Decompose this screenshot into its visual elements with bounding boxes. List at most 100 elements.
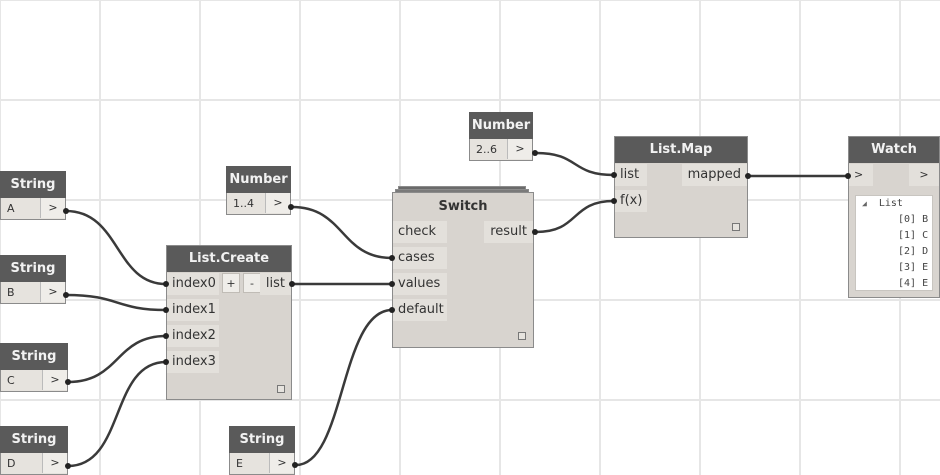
string-value[interactable]: A bbox=[7, 202, 15, 215]
input-port-dot[interactable] bbox=[163, 333, 169, 339]
add-input-button[interactable]: + bbox=[222, 273, 240, 293]
node-title: String bbox=[229, 426, 295, 453]
output-port[interactable] bbox=[532, 150, 538, 156]
output-port-list[interactable]: list bbox=[259, 273, 291, 295]
node-title: List.Map bbox=[615, 137, 747, 163]
input-port[interactable]: > bbox=[849, 164, 873, 186]
wire-string-a-to-index0 bbox=[65, 209, 167, 286]
output-port[interactable] bbox=[532, 229, 538, 235]
input-port-cases[interactable]: cases bbox=[393, 247, 447, 269]
wire-result-to-map-fx bbox=[535, 199, 615, 234]
string-value[interactable]: C bbox=[7, 374, 15, 387]
string-node-a[interactable]: String A > bbox=[0, 171, 66, 220]
watch-list-item: [4] E bbox=[856, 276, 932, 292]
remove-input-button[interactable]: - bbox=[243, 273, 261, 293]
output-port[interactable] bbox=[65, 463, 71, 469]
string-value-row: B > bbox=[0, 282, 66, 304]
node-title: Number bbox=[469, 112, 533, 139]
number-value[interactable]: 1..4 bbox=[233, 197, 254, 210]
input-port-dot[interactable] bbox=[163, 281, 169, 287]
string-node-b[interactable]: String B > bbox=[0, 255, 66, 304]
output-port[interactable] bbox=[63, 208, 69, 214]
node-title: Number bbox=[226, 166, 291, 193]
input-port-index2[interactable]: index2 bbox=[167, 325, 219, 347]
output-port[interactable] bbox=[63, 292, 69, 298]
input-port-default[interactable]: default bbox=[393, 299, 447, 321]
list-item-index: [2] bbox=[898, 246, 917, 257]
output-arrow-button[interactable]: > bbox=[40, 198, 65, 218]
node-title: List.Create bbox=[167, 246, 291, 272]
output-arrow-button[interactable]: > bbox=[507, 139, 532, 159]
output-port[interactable]: > bbox=[909, 164, 939, 186]
tree-root-label: List bbox=[878, 198, 903, 209]
input-port-dot[interactable] bbox=[163, 359, 169, 365]
node-title: Watch bbox=[849, 137, 939, 163]
output-port[interactable] bbox=[292, 462, 298, 468]
input-port-check[interactable]: check bbox=[393, 221, 447, 243]
watch-tree-root[interactable]: ◢ List bbox=[856, 196, 932, 212]
watch-preview-panel[interactable]: ◢ List [0] B [1] C [2] D [3] E [4] E bbox=[855, 195, 933, 291]
wire-string-e-to-default bbox=[295, 308, 393, 467]
node-preview-toggle[interactable] bbox=[732, 223, 740, 231]
list-item-value: C bbox=[922, 230, 929, 241]
number-node-range-2[interactable]: Number 2..6 > bbox=[469, 112, 533, 161]
input-port-dot[interactable] bbox=[845, 173, 851, 179]
output-arrow-button[interactable]: > bbox=[40, 282, 65, 302]
output-port[interactable] bbox=[745, 173, 751, 179]
string-value[interactable]: D bbox=[7, 457, 16, 470]
string-value-row: E > bbox=[229, 453, 295, 475]
input-port-dot[interactable] bbox=[163, 307, 169, 313]
node-preview-toggle[interactable] bbox=[277, 385, 285, 393]
node-preview-toggle[interactable] bbox=[518, 332, 526, 340]
list-map-node[interactable]: List.Map list f(x) mapped bbox=[614, 136, 748, 238]
list-item-index: [1] bbox=[898, 230, 917, 241]
number-value[interactable]: 2..6 bbox=[476, 143, 497, 156]
string-value[interactable]: B bbox=[7, 286, 15, 299]
node-title: Switch bbox=[393, 193, 533, 219]
watch-list-item: [3] E bbox=[856, 260, 932, 276]
output-port[interactable] bbox=[289, 281, 295, 287]
tree-toggle-icon[interactable]: ◢ bbox=[862, 199, 867, 208]
input-port-fx[interactable]: f(x) bbox=[615, 190, 647, 212]
output-arrow-button[interactable]: > bbox=[42, 370, 67, 390]
node-title: String bbox=[0, 343, 68, 370]
node-title: String bbox=[0, 426, 68, 453]
output-port[interactable] bbox=[288, 204, 294, 210]
watch-node[interactable]: Watch > > ◢ List [0] B [1] C [2] D [3] E… bbox=[848, 136, 940, 298]
list-item-index: [3] bbox=[898, 262, 917, 273]
input-port-dot[interactable] bbox=[611, 198, 617, 204]
number-value-row: 2..6 > bbox=[469, 139, 533, 161]
string-node-d[interactable]: String D > bbox=[0, 426, 68, 475]
string-value-row: D > bbox=[0, 453, 68, 475]
string-node-c[interactable]: String C > bbox=[0, 343, 68, 392]
output-arrow-button[interactable]: > bbox=[269, 453, 294, 473]
input-port-index0[interactable]: index0 bbox=[167, 273, 219, 295]
wire-number2-to-map-list bbox=[535, 151, 615, 177]
list-item-value: D bbox=[922, 246, 929, 257]
list-create-node[interactable]: List.Create index0 index1 index2 index3 … bbox=[166, 245, 292, 400]
output-port-result[interactable]: result bbox=[484, 221, 533, 243]
wire-number1-to-cases bbox=[291, 205, 393, 260]
output-arrow-button[interactable]: > bbox=[265, 193, 290, 213]
string-value[interactable]: E bbox=[236, 457, 243, 470]
input-port-dot[interactable] bbox=[389, 307, 395, 313]
list-item-index: [4] bbox=[898, 278, 917, 289]
input-port-index3[interactable]: index3 bbox=[167, 351, 219, 373]
output-arrow-button[interactable]: > bbox=[42, 453, 67, 473]
watch-list-item: [2] D bbox=[856, 244, 932, 260]
input-port-list[interactable]: list bbox=[615, 164, 647, 186]
string-node-e[interactable]: String E > bbox=[229, 426, 295, 475]
input-port-dot[interactable] bbox=[389, 281, 395, 287]
switch-node[interactable]: Switch check cases values default result bbox=[392, 192, 534, 348]
wire-string-d-to-index3 bbox=[67, 360, 167, 468]
input-port-index1[interactable]: index1 bbox=[167, 299, 219, 321]
output-port-mapped[interactable]: mapped bbox=[681, 164, 747, 186]
input-port-dot[interactable] bbox=[611, 172, 617, 178]
output-port[interactable] bbox=[65, 379, 71, 385]
list-item-value: E bbox=[922, 262, 929, 273]
number-node-range-1[interactable]: Number 1..4 > bbox=[226, 166, 291, 215]
input-port-dot[interactable] bbox=[389, 255, 395, 261]
input-port-values[interactable]: values bbox=[393, 273, 447, 295]
string-value-row: C > bbox=[0, 370, 68, 392]
